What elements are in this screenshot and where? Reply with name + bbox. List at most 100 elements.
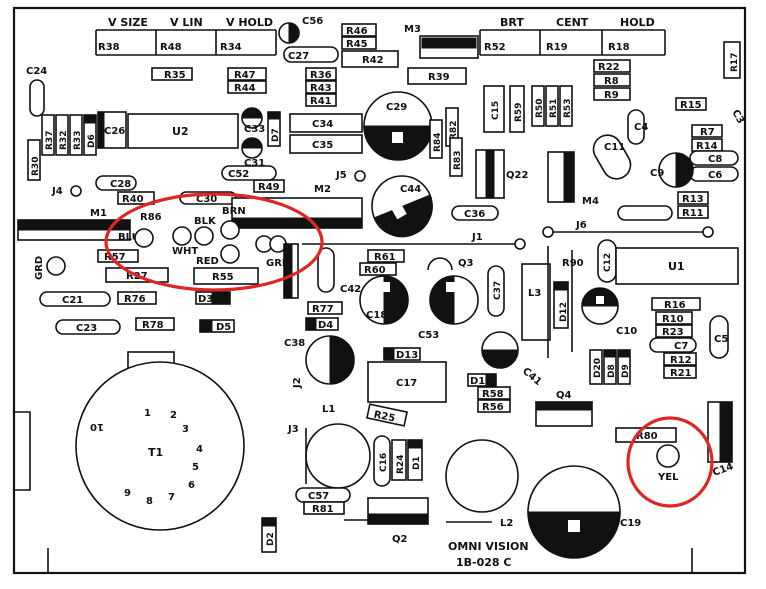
r37-label: R37 [45, 131, 55, 150]
c9-label: C9 [650, 168, 664, 179]
r61-label: R61 [374, 252, 396, 263]
inductor-l1 [305, 423, 371, 489]
resistor-r39 [407, 67, 467, 85]
wire-blk-label: BLK [194, 216, 217, 227]
c29-label: C29 [386, 102, 407, 113]
c10-label: C10 [616, 326, 637, 337]
r53-label: R53 [563, 99, 573, 118]
r35-label: R35 [164, 70, 186, 81]
capacitor-c31-polarity [241, 137, 263, 149]
r21-label: R21 [670, 368, 692, 379]
wire-grn-label: GRN [266, 258, 290, 269]
capacitor-c16 [373, 435, 391, 487]
r11-label: R11 [682, 208, 704, 219]
module-m1-bar [17, 219, 131, 231]
j1-label: J1 [471, 232, 483, 243]
v-size-label: V SIZE [108, 16, 148, 29]
t1-pin-8: 8 [146, 496, 153, 507]
r18-label: R18 [608, 42, 630, 53]
capacitor-c23 [55, 319, 121, 335]
capacitor-c27 [283, 46, 339, 63]
d3-label: D3 [198, 294, 213, 305]
capacitor-c26-stripe [97, 111, 105, 149]
capacitor-c17 [367, 361, 447, 403]
diode-d5-band [199, 319, 213, 333]
capacitor-c38-pad [316, 354, 326, 364]
ic-u2 [127, 113, 239, 149]
r49-label: R49 [258, 182, 280, 193]
transformer-t1 [75, 361, 245, 531]
r12-label: R12 [670, 355, 692, 366]
resistor-r60 [359, 262, 397, 276]
capacitor-c44-pad [391, 204, 407, 220]
m1-label: M1 [90, 208, 107, 219]
resistor-r76 [117, 291, 157, 305]
diode-d12-band [553, 281, 569, 291]
resistor-r40 [117, 191, 155, 205]
c56-label: C56 [302, 16, 323, 27]
capacitor-c53-pad [446, 282, 456, 292]
r39-label: R39 [428, 72, 450, 83]
r77-label: R77 [312, 304, 334, 315]
resistor-r24 [391, 439, 407, 481]
r14-label: R14 [696, 141, 718, 152]
c38-label: C38 [284, 338, 305, 349]
resistor-r81 [303, 501, 345, 515]
t1-label: T1 [148, 446, 163, 459]
resistor-r45 [341, 36, 377, 50]
wire-yel-pad [656, 444, 680, 468]
capacitor-c7 [649, 337, 697, 353]
r52-label: R52 [484, 42, 506, 53]
v-lin-label: V LIN [170, 16, 203, 29]
t1-pin-10: 10 [90, 421, 104, 432]
t1-pin-9: 9 [124, 488, 131, 499]
resistor-r47 [227, 67, 267, 81]
resistor-r61 [367, 249, 405, 263]
c8-label: C8 [708, 154, 722, 165]
wire-blu-pad [134, 228, 154, 248]
diode-d1-band [407, 439, 423, 449]
resistor-r43 [305, 80, 337, 94]
m2-label: M2 [314, 184, 331, 195]
q4-label: Q4 [556, 390, 572, 401]
j4-label: J4 [51, 186, 63, 197]
m4-label: M4 [582, 196, 599, 207]
resistor-r23 [655, 324, 693, 338]
r41-label: R41 [310, 96, 332, 107]
c23-label: C23 [76, 323, 97, 334]
resistor-r56 [477, 399, 511, 413]
r23-label: R23 [662, 327, 684, 338]
d9-label: D9 [621, 364, 631, 378]
l2-label: L2 [500, 518, 513, 529]
wire-yel-label: YEL [657, 472, 679, 483]
r7-label: R7 [700, 127, 715, 138]
capacitor-c5 [709, 315, 729, 359]
resistor-r16 [651, 297, 701, 311]
c4-label: C4 [634, 122, 648, 133]
r90-label: R90 [562, 258, 584, 269]
c37-label: C37 [493, 281, 503, 300]
capacitor-unlabeled [617, 205, 673, 221]
capacitor-c19-pad [568, 520, 580, 532]
resistor-r59 [509, 85, 525, 133]
module-m4-stripe [563, 151, 575, 203]
transistor-q22-tab [485, 149, 495, 199]
diode-d6-band [83, 114, 97, 124]
c26-label: C26 [104, 126, 125, 137]
c53-label: C53 [418, 330, 439, 341]
j2-label: J2 [292, 377, 303, 389]
resistor-r17 [723, 41, 741, 79]
d4-label: D4 [318, 320, 333, 331]
capacitor-c18-pad [380, 282, 390, 292]
r15-label: R15 [680, 100, 702, 111]
t1-pin-3: 3 [182, 424, 189, 435]
c36-label: C36 [464, 209, 485, 220]
diode-d4-band [305, 317, 317, 331]
capacitor-c28 [95, 175, 137, 191]
inductor-l2 [445, 439, 519, 513]
jumper-j4-pad [70, 185, 82, 197]
r56-label: R56 [482, 402, 504, 413]
d1-label: D1 [412, 456, 422, 470]
jumper-j6-pad [542, 226, 554, 238]
